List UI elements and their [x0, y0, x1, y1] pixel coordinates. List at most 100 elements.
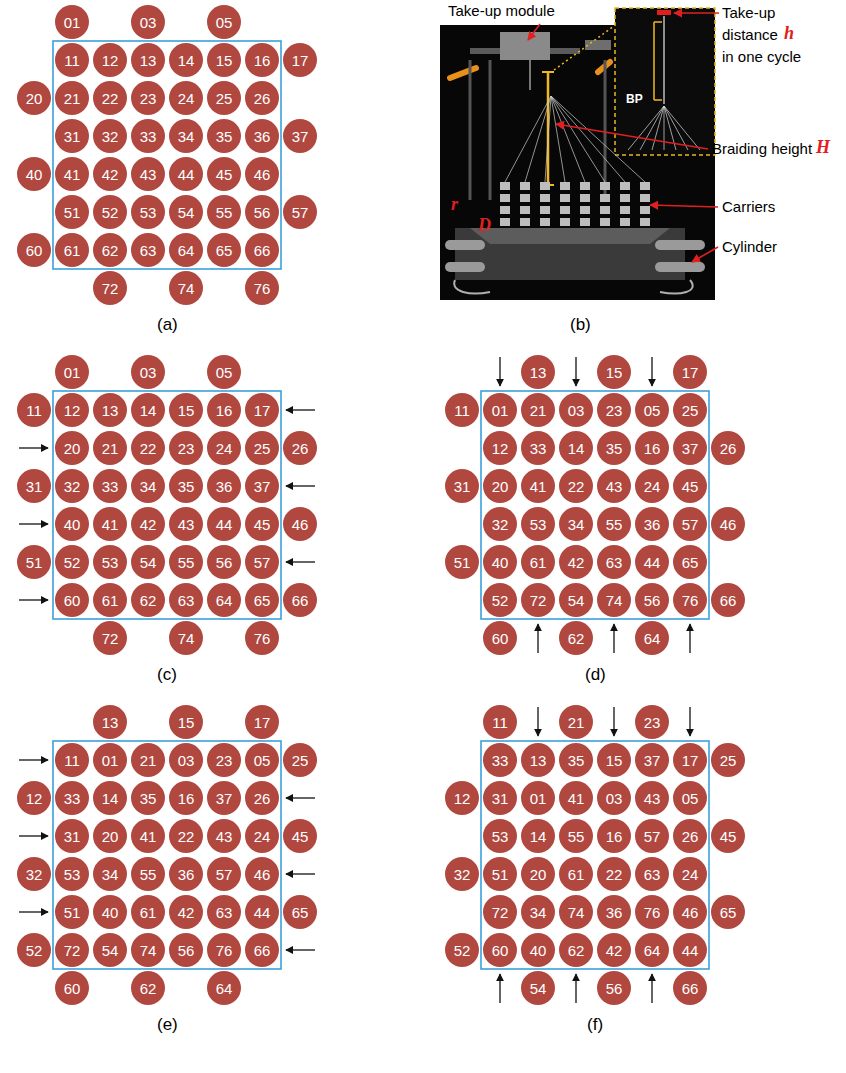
yarn-fiber	[664, 106, 665, 150]
carrier-number: 17	[254, 403, 271, 418]
carrier-number: 03	[140, 15, 157, 30]
carrier-circle: 61	[559, 857, 593, 891]
carrier-circle: 72	[483, 895, 517, 929]
carrier-circle: 44	[673, 933, 707, 967]
carrier-number: 37	[682, 441, 699, 456]
carrier-number: 42	[568, 555, 585, 570]
carrier-circle: 40	[55, 507, 89, 541]
carrier-number: 14	[568, 441, 585, 456]
braiding-area-frame	[53, 391, 281, 619]
yarn-fiber	[505, 96, 551, 182]
carrier-circle: 53	[521, 507, 555, 541]
carrier-number: 11	[64, 753, 80, 768]
leader-arrow	[692, 247, 718, 262]
carrier-number: 72	[64, 943, 81, 958]
carrier-number: 31	[64, 129, 81, 144]
carrier-circle: 65	[207, 233, 241, 267]
movement-arrow	[499, 357, 500, 386]
carrier-number: 35	[140, 791, 157, 806]
carrier-number: 05	[216, 15, 233, 30]
carrier-circle: 13	[131, 43, 165, 77]
carrier-number: 51	[492, 867, 509, 882]
carrier-number: 43	[606, 479, 623, 494]
carrier-number: 61	[102, 593, 119, 608]
carrier-circle: 34	[559, 507, 593, 541]
movement-arrow	[286, 797, 315, 798]
carrier-number: 23	[606, 403, 623, 418]
carrier-circle: 63	[635, 857, 669, 891]
carrier-circle: 20	[521, 857, 555, 891]
carrier-number: 22	[102, 91, 119, 106]
carrier-number: 22	[140, 441, 157, 456]
carrier	[620, 206, 630, 214]
carrier-circle: 33	[521, 431, 555, 465]
callout-label: Cylinder	[722, 236, 777, 258]
take-up-marker	[657, 10, 671, 15]
carrier-circle: 24	[635, 469, 669, 503]
carrier-circle: 22	[597, 857, 631, 891]
carrier-circle: 01	[55, 5, 89, 39]
carrier	[580, 194, 590, 202]
carrier-circle: 05	[673, 781, 707, 815]
carrier-number: 63	[644, 867, 661, 882]
zoom-inset	[615, 8, 715, 155]
carrier-circle: 22	[169, 819, 203, 853]
carrier-circle: 60	[55, 583, 89, 617]
carrier-circle: 13	[93, 705, 127, 739]
machine-photo	[440, 8, 715, 300]
carrier-circle: 43	[597, 469, 631, 503]
movement-arrow	[19, 447, 48, 448]
carrier-number: 36	[644, 517, 661, 532]
carrier-circle: 46	[283, 507, 317, 541]
carrier-circle: 44	[635, 545, 669, 579]
carrier-number: 76	[644, 905, 661, 920]
carrier-circle: 11	[17, 393, 51, 427]
carrier-number: 76	[216, 943, 233, 958]
carrier-number: 55	[568, 829, 585, 844]
carrier-grid	[500, 182, 650, 226]
carrier-circle: 37	[635, 743, 669, 777]
carrier-circle: 46	[711, 507, 745, 541]
movement-arrow	[651, 357, 652, 386]
carrier-circle: 37	[283, 119, 317, 153]
carrier-circle: 11	[55, 743, 89, 777]
carrier-number: 45	[720, 829, 737, 844]
carrier-number: 01	[530, 791, 547, 806]
carrier-number: 72	[492, 905, 509, 920]
carrier-circle: 25	[711, 743, 745, 777]
movement-arrow	[613, 707, 614, 736]
carrier-number: 62	[102, 243, 119, 258]
machine-base	[455, 228, 685, 280]
carrier-number: 23	[140, 91, 157, 106]
braiding-area-frame	[481, 741, 709, 969]
carrier-number: 12	[102, 53, 119, 68]
carrier-number: 12	[454, 791, 471, 806]
carrier	[580, 206, 590, 214]
carrier-circle: 35	[207, 119, 241, 153]
carrier-number: 63	[216, 905, 233, 920]
carrier-circle: 31	[55, 819, 89, 853]
carrier-number: 12	[64, 403, 81, 418]
carrier-number: 32	[454, 867, 471, 882]
carrier-circle: 20	[483, 469, 517, 503]
zoom-leader	[554, 26, 614, 70]
carrier-circle: 42	[597, 933, 631, 967]
carrier-number: 32	[64, 479, 81, 494]
carrier-circle: 57	[283, 195, 317, 229]
carrier-circle: 55	[169, 545, 203, 579]
carrier-number: 56	[178, 943, 195, 958]
machine-platform	[470, 228, 670, 244]
callout-label: Take-up module	[448, 0, 555, 22]
callout-label: in one cycle	[722, 46, 801, 68]
carrier-number: 13	[102, 403, 119, 418]
carrier-circle: 36	[245, 119, 279, 153]
carrier-circle: 66	[283, 583, 317, 617]
carrier-circle: 51	[445, 545, 479, 579]
carrier-number: 34	[140, 479, 157, 494]
carrier-number: 32	[102, 129, 119, 144]
carrier-circle: 62	[131, 583, 165, 617]
carrier-number: 46	[720, 517, 737, 532]
carrier-number: 74	[178, 281, 195, 296]
carrier-circle: 31	[483, 781, 517, 815]
carrier-number: 17	[682, 753, 699, 768]
